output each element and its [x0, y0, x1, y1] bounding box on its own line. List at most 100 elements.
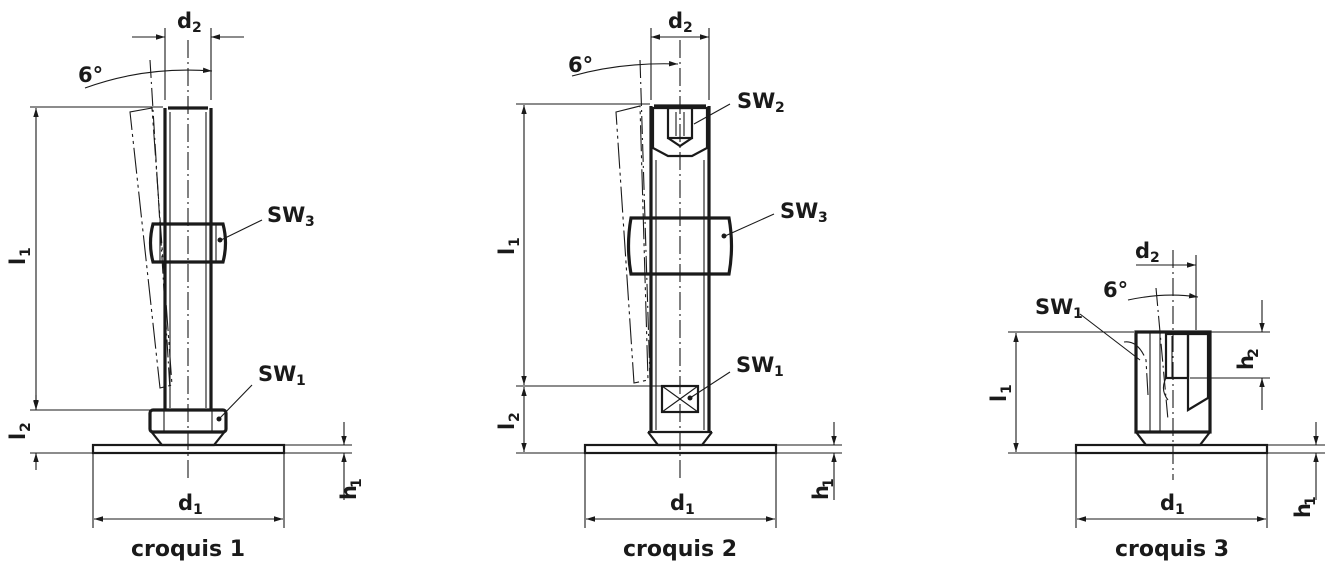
sw1-label: SW 1 — [258, 362, 306, 389]
svg-text:d: d — [670, 491, 685, 515]
leader — [724, 213, 775, 237]
tilt-phantom — [129, 107, 173, 389]
tilt-axis — [1155, 287, 1169, 421]
h1-label: h 1 — [809, 478, 837, 500]
svg-text:1: 1 — [685, 502, 695, 518]
base-plate — [1074, 443, 1269, 455]
svg-text:1: 1 — [1303, 496, 1319, 506]
svg-text:l: l — [495, 423, 519, 430]
d2-label: d 2 — [668, 9, 693, 36]
svg-text:1: 1 — [774, 364, 784, 380]
sketch-3: d 2 6° SW 1 h 2 l 1 — [987, 239, 1325, 562]
angle-label: 6° — [78, 63, 103, 87]
caption-sketch-3: croquis 3 — [1115, 537, 1229, 562]
angle-arc — [84, 67, 213, 89]
svg-text:1: 1 — [296, 373, 306, 389]
l2-label: l 2 — [495, 412, 523, 430]
svg-text:SW: SW — [258, 362, 296, 386]
leader — [693, 103, 731, 125]
tilt-phantom — [1123, 341, 1149, 396]
d2-label: d 2 — [1135, 239, 1160, 266]
foot — [1135, 431, 1211, 447]
sw1-dot — [687, 395, 693, 401]
caption-sketch-2: croquis 2 — [623, 537, 737, 562]
svg-text:l: l — [495, 248, 519, 255]
sw1-label: SW 1 — [736, 353, 784, 380]
d2-label: d 2 — [177, 9, 202, 36]
d1-label: d 1 — [670, 491, 695, 518]
leader — [220, 219, 263, 241]
sw3-label: SW 3 — [780, 199, 828, 226]
h2-label: h 2 — [1234, 348, 1262, 370]
svg-text:d: d — [177, 9, 192, 33]
break-line — [1162, 377, 1169, 401]
sw3-dot — [217, 237, 223, 243]
leader — [218, 384, 253, 420]
angle-arc — [571, 60, 679, 77]
sketch-2: d 2 6° l 1 l 2 SW 2 SW 3 — [495, 9, 842, 562]
svg-text:3: 3 — [305, 214, 315, 230]
svg-text:2: 2 — [18, 422, 34, 432]
sw3-label: SW 3 — [267, 203, 315, 230]
tilt-axis — [639, 59, 651, 381]
angle-arc — [1127, 292, 1199, 301]
svg-text:d: d — [178, 491, 193, 515]
svg-text:h: h — [1291, 503, 1315, 518]
svg-text:SW: SW — [780, 199, 818, 223]
sketch-1: d 2 6° l 1 l 2 SW 3 SW — [6, 9, 365, 562]
tilt-phantom — [615, 105, 649, 384]
l2-label: l 2 — [6, 422, 34, 440]
svg-text:3: 3 — [818, 210, 828, 226]
svg-text:SW: SW — [737, 89, 775, 113]
svg-text:1: 1 — [349, 478, 365, 488]
svg-text:d: d — [1135, 239, 1150, 263]
caption-sketch-1: croquis 1 — [131, 537, 245, 562]
d1-label: d 1 — [1160, 491, 1185, 518]
svg-text:SW: SW — [1035, 295, 1073, 319]
svg-text:2: 2 — [775, 100, 785, 116]
h1-label: h 1 — [1291, 496, 1319, 518]
svg-text:1: 1 — [18, 247, 34, 257]
angle-label: 6° — [1103, 278, 1128, 302]
svg-text:1: 1 — [999, 384, 1015, 394]
leader — [689, 371, 731, 399]
nut-sw3 — [626, 216, 734, 276]
svg-text:2: 2 — [507, 412, 523, 422]
bore-section — [1186, 332, 1210, 412]
svg-text:1: 1 — [821, 478, 837, 488]
tilt-axis — [149, 59, 171, 391]
svg-text:l: l — [6, 433, 30, 440]
svg-text:l: l — [6, 258, 30, 265]
svg-text:SW: SW — [267, 203, 305, 227]
svg-text:2: 2 — [1150, 250, 1160, 266]
angle-label: 6° — [568, 53, 593, 77]
sw3-dot — [721, 233, 727, 239]
svg-text:2: 2 — [683, 20, 693, 36]
l1-label: l 1 — [987, 384, 1015, 402]
sw1-label: SW 1 — [1035, 295, 1083, 322]
svg-text:h: h — [337, 485, 361, 500]
svg-text:2: 2 — [192, 20, 202, 36]
svg-text:h: h — [809, 485, 833, 500]
leader — [1079, 313, 1141, 361]
socket-sw2 — [651, 106, 709, 158]
sw1-dot — [216, 416, 222, 422]
svg-text:h: h — [1234, 355, 1258, 370]
nut-sw3 — [148, 222, 228, 264]
svg-text:d: d — [1160, 491, 1175, 515]
svg-text:1: 1 — [1073, 306, 1083, 322]
l1-label: l 1 — [6, 247, 34, 265]
svg-text:2: 2 — [1246, 348, 1262, 358]
l1-label: l 1 — [495, 237, 523, 255]
sw2-label: SW 2 — [737, 89, 785, 116]
d1-label: d 1 — [178, 491, 203, 518]
svg-text:1: 1 — [193, 502, 203, 518]
svg-text:1: 1 — [507, 237, 523, 247]
svg-text:d: d — [668, 9, 683, 33]
svg-text:l: l — [987, 395, 1011, 402]
bore-hole — [1164, 332, 1190, 380]
h1-label: h 1 — [337, 478, 365, 500]
svg-text:SW: SW — [736, 353, 774, 377]
svg-text:1: 1 — [1175, 502, 1185, 518]
